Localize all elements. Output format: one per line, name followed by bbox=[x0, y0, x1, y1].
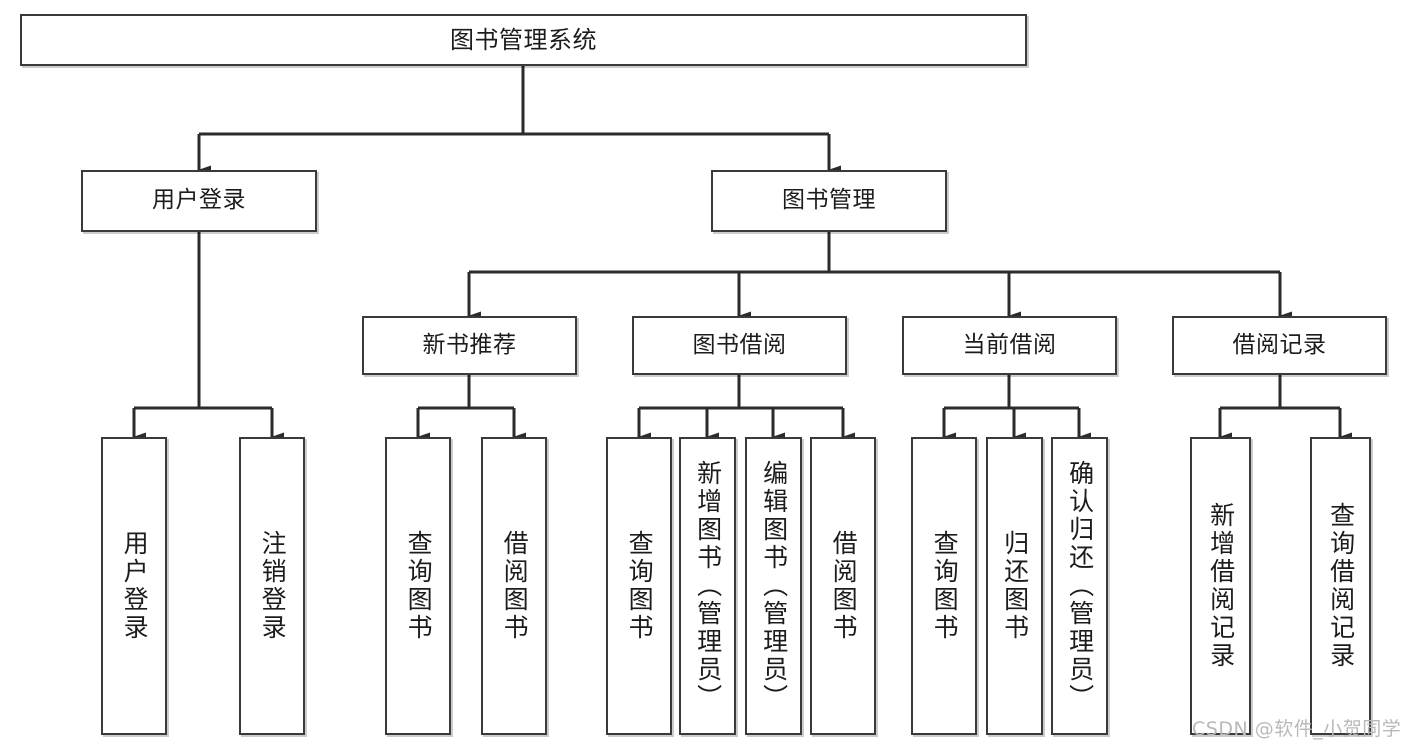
node-leaf-leaf-logout[interactable]: 注销登录 bbox=[239, 437, 305, 735]
node-leaf-leaf-query-book-2[interactable]: 查询图书 bbox=[606, 437, 672, 735]
node-label: 注销登录 bbox=[258, 530, 288, 642]
node-label: 图书管理系统 bbox=[450, 25, 597, 54]
node-leaf-leaf-borrow-book-2[interactable]: 借阅图书 bbox=[810, 437, 876, 735]
node-label: 图书管理 bbox=[782, 187, 876, 214]
node-label: 归还图书 bbox=[1000, 530, 1030, 642]
node-leaf-leaf-add-book[interactable]: 新增图书（管理员） bbox=[679, 437, 736, 735]
node-leaf-leaf-query-book-1[interactable]: 查询图书 bbox=[385, 437, 451, 735]
node-borrow-record[interactable]: 借阅记录 bbox=[1172, 316, 1387, 375]
node-label: 查询图书 bbox=[404, 530, 434, 642]
node-label: 借阅记录 bbox=[1232, 331, 1327, 358]
node-book-borrow[interactable]: 图书借阅 bbox=[632, 316, 847, 375]
node-label: 用户登录 bbox=[120, 530, 150, 642]
node-leaf-leaf-confirm-return[interactable]: 确认归还（管理员） bbox=[1051, 437, 1108, 735]
node-root-root[interactable]: 图书管理系统 bbox=[20, 14, 1027, 66]
node-user-login[interactable]: 用户登录 bbox=[81, 170, 317, 232]
node-leaf-leaf-borrow-book-1[interactable]: 借阅图书 bbox=[481, 437, 547, 735]
node-leaf-leaf-add-record[interactable]: 新增借阅记录 bbox=[1190, 437, 1251, 735]
node-label: 新书推荐 bbox=[422, 331, 517, 358]
node-leaf-leaf-return-book[interactable]: 归还图书 bbox=[986, 437, 1043, 735]
node-label: 确认归还（管理员） bbox=[1065, 460, 1095, 712]
csdn-watermark: CSDN @软件_小贺同学 bbox=[1192, 718, 1402, 740]
node-label: 查询图书 bbox=[625, 530, 655, 642]
node-leaf-leaf-edit-book[interactable]: 编辑图书（管理员） bbox=[745, 437, 802, 735]
node-label: 当前借阅 bbox=[962, 331, 1057, 358]
node-leaf-leaf-user-login[interactable]: 用户登录 bbox=[101, 437, 167, 735]
node-label: 新增借阅记录 bbox=[1206, 502, 1236, 670]
node-current-borrow[interactable]: 当前借阅 bbox=[902, 316, 1117, 375]
node-label: 图书借阅 bbox=[692, 331, 787, 358]
node-book-manage[interactable]: 图书管理 bbox=[711, 170, 947, 232]
node-leaf-leaf-query-book-3[interactable]: 查询图书 bbox=[911, 437, 977, 735]
node-new-book-recommend[interactable]: 新书推荐 bbox=[362, 316, 577, 375]
node-label: 用户登录 bbox=[152, 187, 246, 214]
node-label: 新增图书（管理员） bbox=[693, 460, 723, 712]
node-label: 编辑图书（管理员） bbox=[759, 460, 789, 712]
node-label: 借阅图书 bbox=[829, 530, 859, 642]
node-leaf-leaf-query-record[interactable]: 查询借阅记录 bbox=[1310, 437, 1371, 735]
node-label: 查询图书 bbox=[930, 530, 960, 642]
node-label: 查询借阅记录 bbox=[1326, 502, 1356, 670]
node-label: 借阅图书 bbox=[500, 530, 530, 642]
